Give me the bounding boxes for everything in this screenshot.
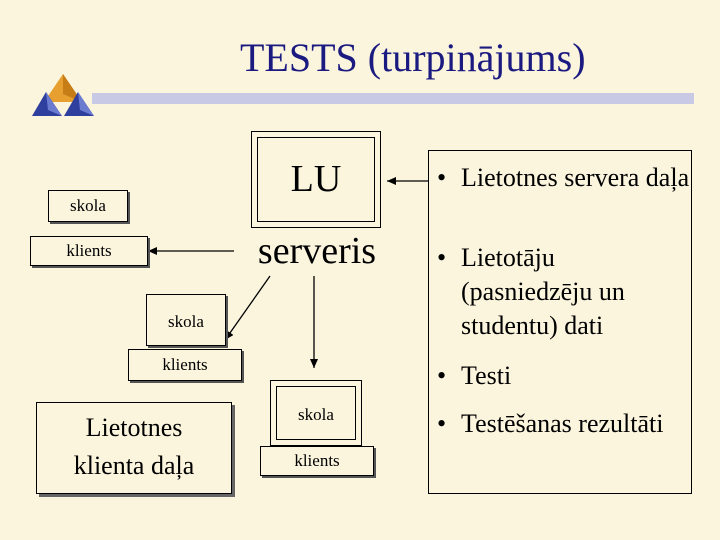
server-label-lu: LU	[290, 158, 342, 200]
client-box-1: klients	[30, 236, 148, 266]
pyramid-logo-icon	[32, 74, 94, 116]
client-side-line1: Lietotnes	[85, 413, 183, 442]
server-contents-box: • Lietotnes servera daļa • Lietotāju (pa…	[428, 150, 692, 494]
title-rule	[92, 93, 694, 104]
server-box: LU	[251, 131, 381, 228]
arrow-server-to-client2	[224, 275, 271, 341]
school-label-1: skola	[70, 196, 106, 215]
bullet-dot: •	[437, 409, 447, 438]
slide-title: TESTS (turpinājums)	[240, 35, 586, 80]
bullet-dot: •	[437, 243, 447, 272]
client-box-2: klients	[128, 349, 242, 381]
client-side-line2: klienta daļa	[73, 451, 195, 480]
bullet-text: Testēšanas rezultāti	[461, 409, 664, 438]
client-box-3: klients	[260, 446, 374, 476]
bullet-list: • Lietotnes servera daļa • Lietotāju (pa…	[429, 161, 691, 441]
school-box-2: skola	[146, 294, 226, 346]
school-box-1: skola	[48, 190, 128, 222]
school-label-3: skola	[298, 405, 334, 424]
bullet-dot: •	[437, 163, 447, 192]
bullet-item: • Lietotāju (pasniedzēju un studentu) da…	[429, 241, 691, 351]
school-label-2: skola	[168, 312, 204, 331]
bullet-text: Testi	[461, 361, 512, 390]
bullet-text: Lietotāju (pasniedzēju un studentu) dati	[461, 243, 625, 340]
client-label-3: klients	[294, 451, 340, 470]
bullet-item: • Testi	[429, 359, 691, 393]
bullet-item: • Testēšanas rezultāti	[429, 407, 691, 441]
client-side-box: Lietotnes klienta daļa	[36, 402, 232, 494]
client-label-2: klients	[162, 355, 208, 374]
server-label-serveris: serveris	[257, 230, 377, 272]
bullet-text: Lietotnes servera daļa	[461, 163, 690, 192]
bullet-dot: •	[437, 361, 447, 390]
school-box-3: skola	[270, 380, 362, 446]
bullet-item: • Lietotnes servera daļa	[429, 161, 691, 229]
client-label-1: klients	[66, 241, 112, 260]
